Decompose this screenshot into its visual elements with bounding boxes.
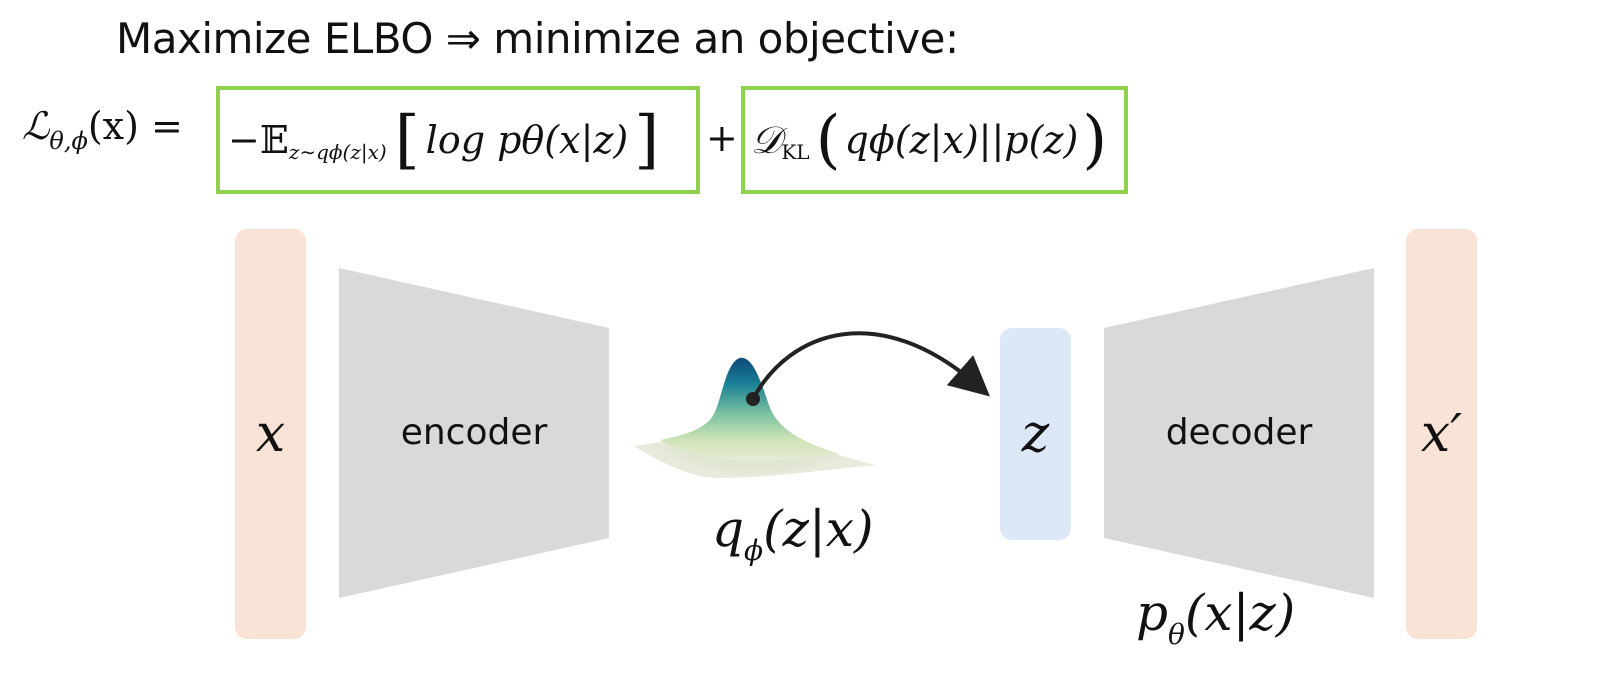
kl-arguments: qϕ(z|x)||p(z) [844,118,1079,162]
encoder-label: encoder [400,412,548,453]
close-paren: ) [1082,103,1108,177]
loss-argument: (x) = [87,104,183,148]
sampling-arrow [751,331,991,400]
loss-symbol: ℒ [22,104,50,148]
slide-title: Maximize ELBO ⇒ minimize an objective: [116,14,959,63]
open-paren: ( [815,103,841,177]
log-likelihood: log pθ(x|z) [425,118,629,162]
kl-subscript: KL [781,140,810,164]
expectation-subscript: z∼qϕ(z|x) [288,140,387,164]
latent-label: z [1021,404,1050,464]
loss-subscript: θ,ϕ [49,127,88,155]
output-label: x′ [1420,404,1463,464]
latent-bar [1000,328,1071,540]
likelihood-label: pθ(x|z) [1136,584,1296,651]
plus-sign: + [706,116,738,160]
close-bracket: ] [634,103,660,177]
posterior-label: qϕ(z|x) [712,500,874,567]
posterior-args: (z|x) [763,500,874,558]
output-bar [1406,229,1477,639]
expectation-symbol: −𝔼 [228,118,289,162]
likelihood-subscript: θ [1168,618,1185,651]
input-bar [235,229,306,639]
posterior-q: q [712,500,745,558]
input-label: x [255,404,286,464]
posterior-subscript: ϕ [744,534,764,567]
loss-function-lhs: ℒθ,ϕ(x) = [22,104,183,155]
likelihood-args: (x|z) [1184,584,1296,642]
likelihood-p: p [1136,584,1169,642]
gaussian-distribution-surface [634,356,876,478]
open-bracket: [ [394,103,420,177]
decoder-block [1104,268,1374,598]
kl-symbol: 𝒟 [751,117,782,162]
encoder-block [339,268,609,598]
decoder-label: decoder [1165,412,1313,453]
